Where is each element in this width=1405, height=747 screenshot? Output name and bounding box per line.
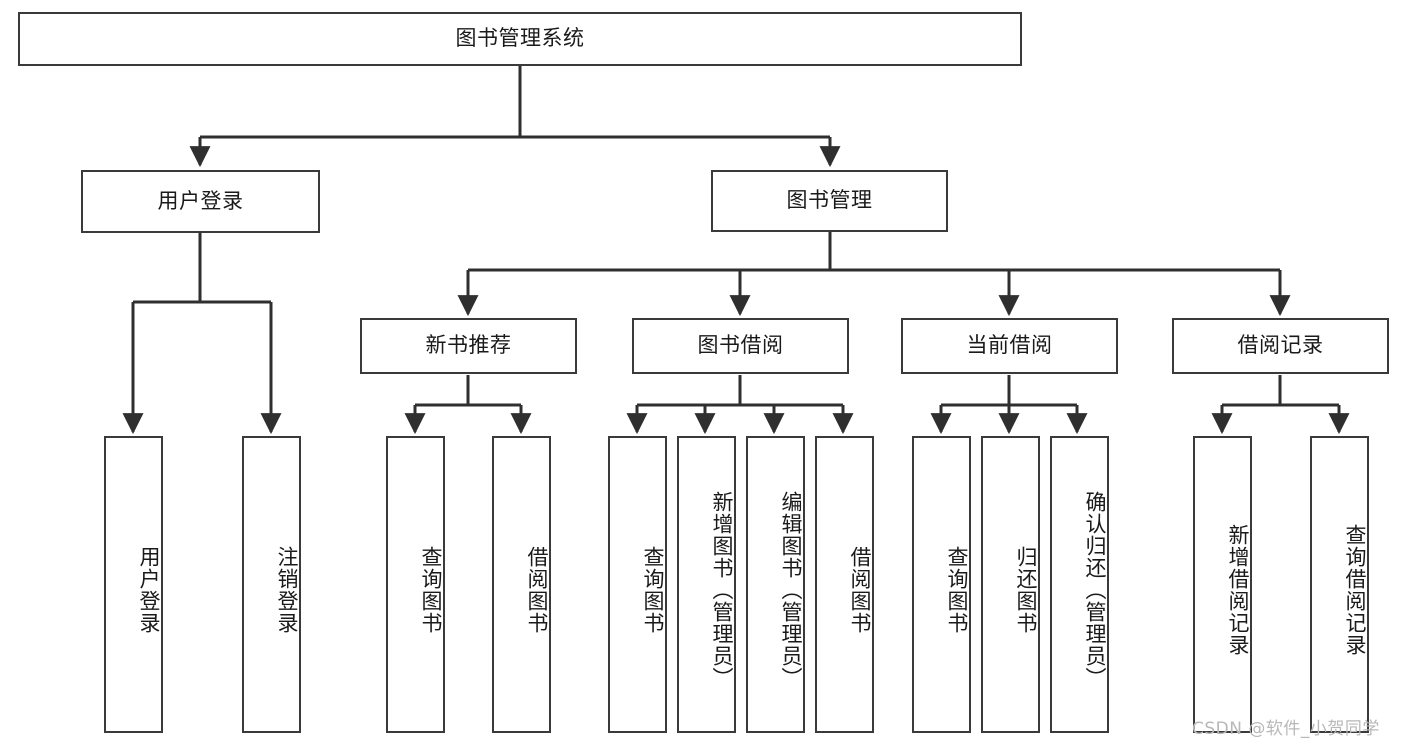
leaf-confirm-return-label: 确认归还（管理员） <box>1083 490 1107 689</box>
leaf-confirm-return[interactable]: 确认归还（管理员） <box>1050 436 1109 733</box>
leaf-logout-label: 注销登录 <box>275 545 299 634</box>
node-new-book-rec[interactable]: 新书推荐 <box>360 318 577 374</box>
node-book-manage-label: 图书管理 <box>786 188 873 213</box>
leaf-add-book[interactable]: 新增图书（管理员） <box>677 436 736 733</box>
leaf-query-book-1[interactable]: 查询图书 <box>386 436 445 733</box>
leaf-borrow-book-2[interactable]: 借阅图书 <box>815 436 874 733</box>
node-current-borrow[interactable]: 当前借阅 <box>901 318 1118 374</box>
node-book-manage[interactable]: 图书管理 <box>711 170 948 232</box>
node-new-book-rec-label: 新书推荐 <box>425 333 512 358</box>
node-book-borrow[interactable]: 图书借阅 <box>632 318 849 374</box>
leaf-edit-book-label: 编辑图书（管理员） <box>779 490 803 689</box>
leaf-query-record-label: 查询借阅记录 <box>1343 523 1367 656</box>
node-user-login-label: 用户登录 <box>157 188 244 213</box>
leaf-add-book-label: 新增图书（管理员） <box>710 490 734 689</box>
node-book-borrow-label: 图书借阅 <box>697 333 784 358</box>
leaf-query-book-3-label: 查询图书 <box>945 545 969 634</box>
leaf-add-record-label: 新增借阅记录 <box>1226 523 1250 656</box>
leaf-edit-book[interactable]: 编辑图书（管理员） <box>746 436 805 733</box>
leaf-user-login-label: 用户登录 <box>137 545 161 634</box>
leaf-borrow-book-1-label: 借阅图书 <box>525 545 549 634</box>
leaf-query-book-2[interactable]: 查询图书 <box>608 436 667 733</box>
leaf-return-book[interactable]: 归还图书 <box>981 436 1040 733</box>
leaf-user-login[interactable]: 用户登录 <box>104 436 163 733</box>
leaf-query-book-2-label: 查询图书 <box>641 545 665 634</box>
node-borrow-record-label: 借阅记录 <box>1237 333 1324 358</box>
node-current-borrow-label: 当前借阅 <box>966 333 1053 358</box>
csdn-watermark: CSDN @软件_小贺同学 <box>1192 719 1380 739</box>
leaf-query-book-1-label: 查询图书 <box>419 545 443 634</box>
leaf-borrow-book-2-label: 借阅图书 <box>848 545 872 634</box>
node-borrow-record[interactable]: 借阅记录 <box>1172 318 1389 374</box>
leaf-logout[interactable]: 注销登录 <box>242 436 301 733</box>
leaf-return-book-label: 归还图书 <box>1014 545 1038 634</box>
node-root-label: 图书管理系统 <box>455 26 585 51</box>
leaf-query-record[interactable]: 查询借阅记录 <box>1310 436 1369 733</box>
node-root[interactable]: 图书管理系统 <box>18 12 1022 66</box>
leaf-borrow-book-1[interactable]: 借阅图书 <box>492 436 551 733</box>
node-user-login[interactable]: 用户登录 <box>81 170 320 233</box>
leaf-query-book-3[interactable]: 查询图书 <box>912 436 971 733</box>
leaf-add-record[interactable]: 新增借阅记录 <box>1193 436 1252 733</box>
